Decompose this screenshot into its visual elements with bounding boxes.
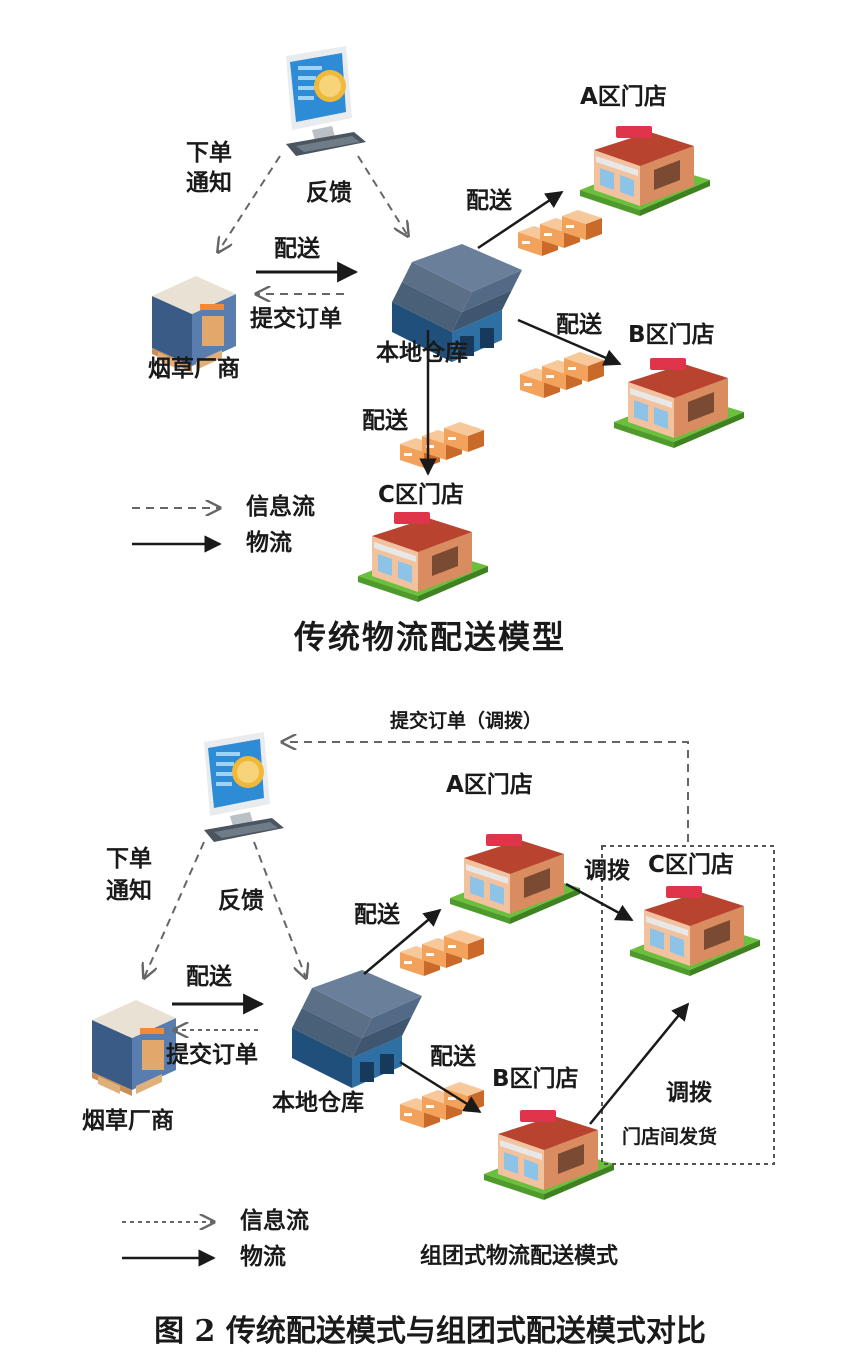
deliver-c-label: 配送 <box>362 408 408 434</box>
submit-order-transfer-label: 提交订单（调拨） <box>390 710 543 732</box>
top-diagram-title: 传统物流配送模型 <box>293 618 566 656</box>
factory-icon <box>92 1000 176 1096</box>
store-c-label: C区门店 <box>648 852 734 878</box>
deliver-b-arrow <box>517 318 622 366</box>
warehouse-label: 本地仓库 <box>272 1090 364 1116</box>
bottom-diagram-title: 组团式物流配送模式 <box>420 1244 619 1269</box>
trucks-a-icon <box>400 930 484 976</box>
order-notice-arrow <box>144 841 205 978</box>
factory-label: 烟草厂商 <box>148 356 240 382</box>
submit-order-label: 提交订单 <box>250 306 342 332</box>
deliver-b-label: 配送 <box>430 1044 476 1070</box>
transfer-label-2: 调拨 <box>666 1080 712 1106</box>
store-c-icon <box>630 886 760 976</box>
feedback-arrow <box>357 155 408 236</box>
order-notice-label-1: 下单 <box>186 140 232 166</box>
store-b-icon <box>484 1110 614 1200</box>
deliver-a-label: 配送 <box>466 188 512 214</box>
feedback-label: 反馈 <box>218 888 264 914</box>
store-b-label: B区门店 <box>492 1066 579 1092</box>
legend-info-label: 信息流 <box>240 1208 309 1234</box>
store-c-label: C区门店 <box>378 482 464 508</box>
legend-info-label: 信息流 <box>246 494 315 520</box>
feedback-label: 反馈 <box>306 180 352 206</box>
factory-label: 烟草厂商 <box>82 1108 174 1134</box>
store-a-icon <box>450 834 580 924</box>
store-b-label: B区门店 <box>628 322 715 348</box>
figure-caption: 图 2 传统配送模式与组团式配送模式对比 <box>154 1314 706 1349</box>
warehouse-icon <box>292 970 422 1088</box>
deliver-factory-label: 配送 <box>186 964 232 990</box>
deliver-a-arrow <box>477 190 564 250</box>
warehouse-label: 本地仓库 <box>376 340 468 366</box>
legend-logistics-label: 物流 <box>246 530 292 556</box>
submit-order-label: 提交订单 <box>166 1042 258 1068</box>
order-notice-label-2: 通知 <box>106 878 152 904</box>
transfer-a-c-arrow <box>565 882 634 922</box>
deliver-b-arrow <box>399 1060 482 1114</box>
computer-icon <box>204 732 284 842</box>
legend-logistics-label: 物流 <box>240 1244 286 1270</box>
deliver-a-label: 配送 <box>354 902 400 928</box>
transfer-label-1: 调拨 <box>584 858 630 884</box>
deliver-factory-label: 配送 <box>274 236 320 262</box>
order-notice-label-1: 下单 <box>106 846 152 872</box>
order-notice-label-2: 通知 <box>186 170 232 196</box>
store-a-label: A区门店 <box>580 84 667 110</box>
store-a-label: A区门店 <box>446 772 533 798</box>
deliver-b-label: 配送 <box>556 312 602 338</box>
inter-store-label: 门店间发货 <box>622 1126 718 1148</box>
deliver-a-arrow <box>363 908 442 975</box>
transfer-b-c-arrow <box>589 1002 690 1125</box>
store-group-box <box>601 845 775 1165</box>
feedback-arrow <box>253 841 306 978</box>
order-notice-arrow <box>218 155 281 252</box>
submit-order-transfer-arrow <box>282 742 689 842</box>
